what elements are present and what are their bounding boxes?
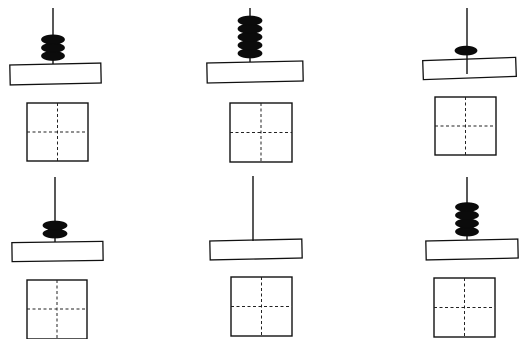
answer-grid-top-middle[interactable] [229,102,293,163]
answer-grid-bottom-right[interactable] [433,277,496,338]
abacus-bottom-middle [209,176,303,261]
bead-stack [237,15,263,59]
abacus-base [425,238,519,261]
bead [455,210,479,221]
bead [41,34,65,45]
bead-stack [454,45,478,56]
bead-stack [42,220,68,239]
abacus-base [209,238,303,261]
abacus-top-middle [206,8,304,84]
bead [455,226,479,237]
bead-stack [455,202,479,237]
answer-grid-bottom-left[interactable] [26,279,88,339]
bead [237,15,263,26]
abacus-bottom-right [425,177,519,261]
bead [42,228,68,239]
abacus-top-left [9,8,102,86]
abacus-bottom-left [11,177,104,263]
bead-stack [41,34,65,61]
bead [42,220,68,231]
abacus-base [11,240,104,263]
abacus-base [9,62,102,86]
bead [455,218,479,229]
answer-grid-top-left[interactable] [26,102,89,162]
abacus-base [206,60,304,84]
bead [454,45,478,56]
answer-grid-top-right[interactable] [434,96,497,156]
abacus-base [422,56,517,81]
abacus-top-right [422,8,517,81]
bead [455,202,479,212]
answer-grid-bottom-middle[interactable] [230,276,293,337]
